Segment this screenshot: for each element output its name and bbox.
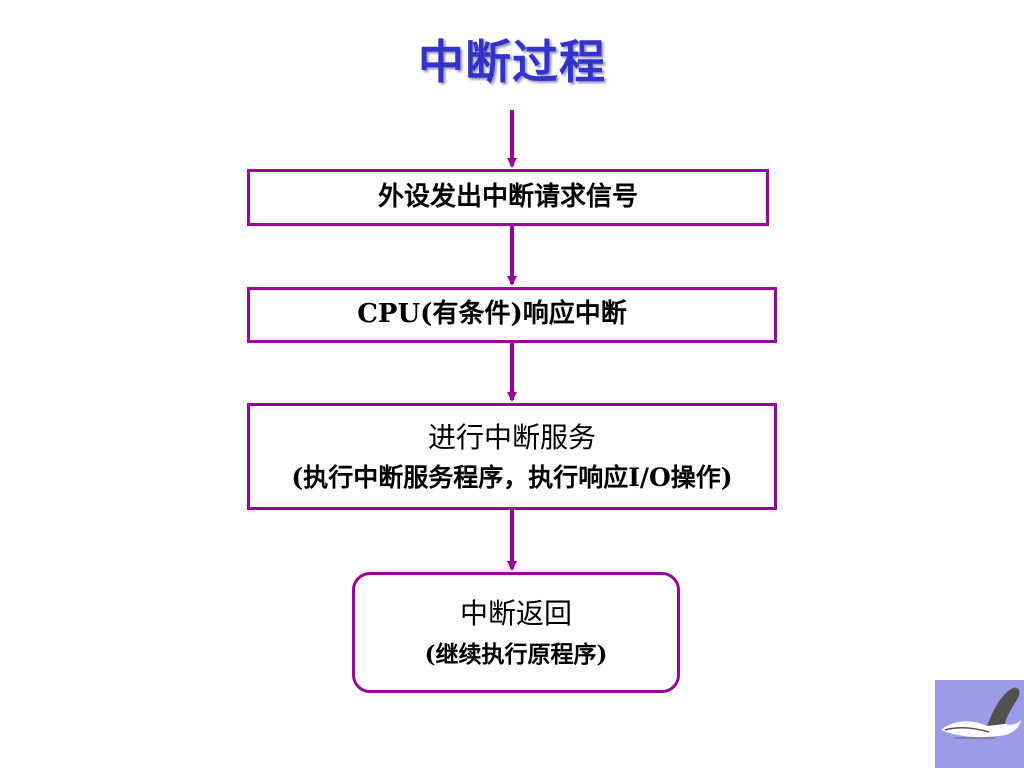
step-label: 进行中断服务	[427, 420, 596, 454]
step-label: CPU(有条件)响应中断	[357, 299, 627, 330]
step-cpu-respond: CPU(有条件)响应中断	[247, 287, 777, 343]
step-label: 中断返回	[459, 597, 572, 631]
swan-logo	[935, 680, 1024, 768]
swan-icon	[941, 687, 1021, 739]
step-interrupt-service: 进行中断服务 (执行中断服务程序，执行响应I/O操作)	[247, 403, 777, 510]
step-detail: (继续执行原程序)	[424, 640, 608, 668]
step-request-interrupt: 外设发出中断请求信号	[247, 169, 769, 226]
page-title: 中断过程	[418, 35, 606, 89]
step-label: 外设发出中断请求信号	[377, 181, 638, 212]
step-interrupt-return: 中断返回 (继续执行原程序)	[352, 572, 680, 693]
step-detail: (执行中断服务程序，执行响应I/O操作)	[291, 462, 733, 492]
